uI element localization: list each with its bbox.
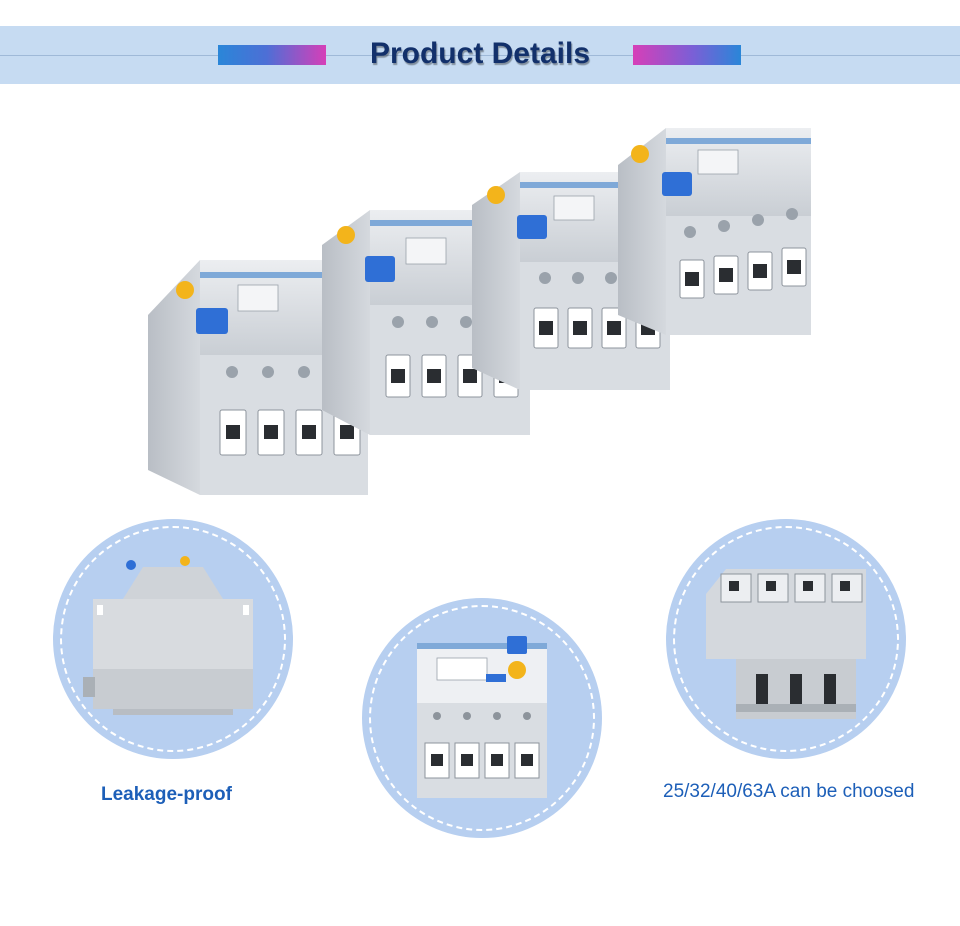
circle-dashed-border	[369, 605, 595, 831]
feature-circle-left	[53, 519, 293, 759]
breaker-front-view-image	[417, 636, 547, 798]
breaker-unit-2	[322, 210, 530, 435]
breaker-side-view-image	[83, 556, 253, 715]
breaker-unit-1	[148, 260, 368, 495]
caption-leakage-proof: Leakage-proof	[101, 784, 232, 805]
breaker-terminal-view-image	[706, 569, 866, 719]
breaker-unit-4	[618, 128, 811, 335]
header-divider-line	[0, 55, 960, 56]
header-accent-left	[218, 45, 326, 65]
caption-current-ratings: 25/32/40/63A can be choosed	[663, 781, 915, 802]
circle-dashed-border	[673, 526, 899, 752]
header-accent-right	[633, 45, 741, 65]
page-title: Product Details	[369, 37, 591, 70]
feature-circle-middle	[362, 598, 602, 838]
product-hero-image	[148, 128, 811, 495]
feature-circle-right	[666, 519, 906, 759]
circle-dashed-border	[60, 526, 286, 752]
